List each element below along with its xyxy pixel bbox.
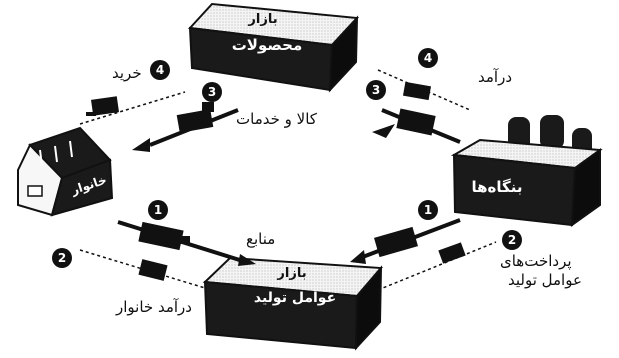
firms-label: بنگاه‌ها (471, 178, 523, 196)
badge-goods-left: 3 (202, 82, 222, 102)
badge-resources-left: 1 (148, 200, 168, 220)
goods-services-flow-right (372, 108, 461, 144)
purchase-label: خرید (112, 64, 142, 82)
household-house (17, 126, 114, 217)
product-market-label-2: محصولات (222, 36, 312, 54)
badge-resources-right: 1 (418, 200, 438, 220)
household-income-flow (79, 249, 206, 289)
product-market-line2: محصولات (231, 36, 303, 54)
income-label: درآمد (478, 68, 512, 86)
factor-payments-label-1: پرداخت‌های (500, 252, 572, 270)
purchase-flow (79, 91, 186, 125)
badge-goods-right: 3 (366, 80, 386, 100)
badge-factor-payments: 2 (502, 230, 522, 250)
badge-income: 4 (418, 48, 438, 68)
firms-factory (450, 115, 603, 228)
product-market-label: بازار (228, 12, 298, 28)
badge-household-income: 2 (52, 248, 72, 268)
product-market-box (187, 2, 360, 93)
product-market-line1: بازار (248, 12, 278, 27)
badge-purchase: 4 (150, 60, 170, 80)
goods-services-label: کالا و خدمات (236, 110, 317, 128)
factor-market-line2: عوامل تولید (253, 290, 337, 306)
resources-flow-right (350, 218, 461, 264)
factor-payments-label-2: عوامل تولید (508, 271, 582, 289)
factor-payments-flow (377, 241, 497, 291)
resources-flow-left (117, 220, 256, 266)
resources-label: منابع (246, 230, 276, 248)
household-income-label: درآمد خانوار (116, 298, 192, 316)
income-flow (377, 69, 471, 111)
factor-market-label-2: عوامل تولید (240, 290, 350, 306)
factor-market-line1: بازار (277, 266, 307, 281)
factor-market-box (202, 256, 384, 351)
goods-services-flow-left (132, 102, 239, 152)
factor-market-label: بازار (262, 266, 322, 281)
